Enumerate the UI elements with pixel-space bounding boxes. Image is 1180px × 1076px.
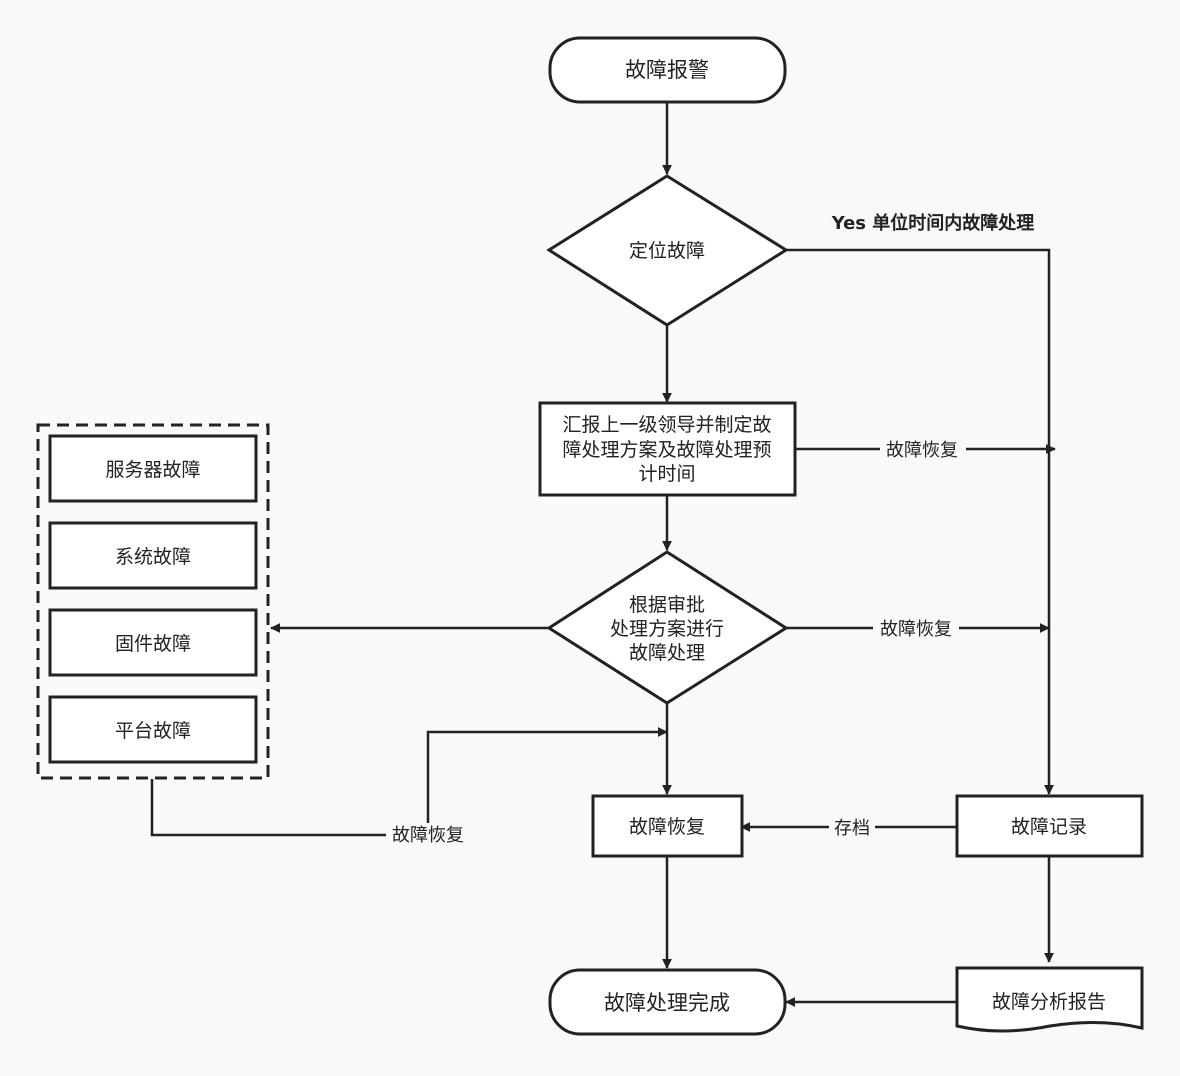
node-locate-fault-label: 定位故障 xyxy=(629,240,705,262)
node-fault-record-label: 故障记录 xyxy=(1011,816,1087,838)
edge-label-recovery-1-bg xyxy=(880,437,966,461)
edge-label-yes-in-time: Yes 单位时间内故障处理 xyxy=(831,212,1035,234)
node-fault-recovery-label: 故障恢复 xyxy=(629,816,705,838)
fault-type-firmware-label: 固件故障 xyxy=(115,633,191,655)
node-report-plan-line3: 计时间 xyxy=(638,463,695,485)
node-process-by-plan xyxy=(546,550,789,705)
edge-label-archive: 存档 xyxy=(834,818,870,839)
edge-label-archive-bg xyxy=(829,815,875,839)
fault-type-platform-label: 平台故障 xyxy=(115,720,191,742)
node-fault-recovery xyxy=(591,794,744,858)
node-fault-alarm-label: 故障报警 xyxy=(625,58,709,82)
node-locate-fault xyxy=(546,174,789,327)
fault-type-firmware xyxy=(48,608,258,677)
edge-locate-yes-to-record xyxy=(786,248,1054,795)
fault-type-server xyxy=(48,434,258,503)
edge-label-recovery-1: 故障恢复 xyxy=(886,440,958,461)
fault-type-server-label: 服务器故障 xyxy=(105,459,200,481)
node-report-plan-line2: 障处理方案及故障处理预 xyxy=(562,439,771,461)
node-fault-analysis-report-label: 故障分析报告 xyxy=(992,991,1106,1013)
node-fault-complete xyxy=(548,968,787,1036)
node-fault-complete-label: 故障处理完成 xyxy=(604,991,730,1015)
node-process-by-plan-line1: 根据审批 xyxy=(629,594,705,616)
fault-type-platform xyxy=(48,695,258,764)
node-fault-record xyxy=(955,794,1144,858)
node-process-by-plan-line2: 处理方案进行 xyxy=(610,618,724,640)
node-fault-analysis-report xyxy=(955,966,1144,1033)
edge-label-recovery-3: 故障恢复 xyxy=(392,825,464,846)
node-process-by-plan-line3: 故障处理 xyxy=(629,642,705,664)
fault-type-system xyxy=(48,521,258,590)
fault-types-group xyxy=(36,423,270,780)
edge-label-recovery-2: 故障恢复 xyxy=(880,619,952,640)
node-report-plan-line1: 汇报上一级领导并制定故 xyxy=(562,414,771,436)
edge-label-recovery-2-bg xyxy=(873,616,959,640)
edge-label-recovery-3-bg xyxy=(386,823,472,847)
fault-type-system-label: 系统故障 xyxy=(115,546,191,568)
node-fault-alarm xyxy=(548,36,787,104)
node-report-plan xyxy=(538,401,797,497)
